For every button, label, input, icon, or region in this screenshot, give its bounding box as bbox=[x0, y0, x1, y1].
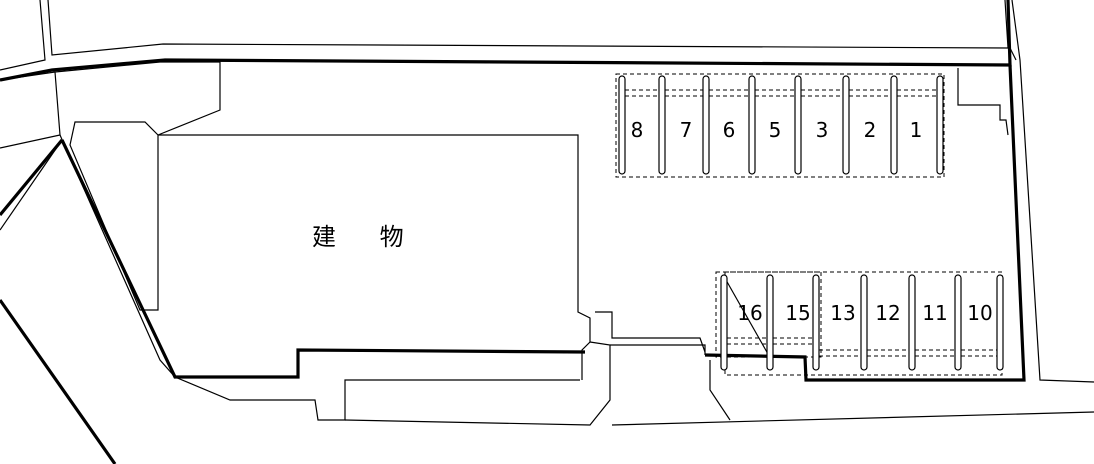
parking-stall-number: 13 bbox=[830, 301, 855, 325]
parking-stall-number: 16 bbox=[737, 301, 762, 325]
stall-divider bbox=[842, 75, 850, 175]
stall-divider bbox=[908, 274, 916, 371]
stall-divider bbox=[766, 274, 774, 371]
stall-divider bbox=[658, 75, 666, 175]
parking-stall-number: 10 bbox=[967, 301, 992, 325]
stall-divider bbox=[860, 274, 868, 371]
parking-stall-number: 11 bbox=[922, 301, 947, 325]
stall-divider bbox=[890, 75, 898, 175]
property-boundary bbox=[0, 0, 1026, 464]
stall-divider bbox=[996, 274, 1004, 371]
parking-stall-number: 2 bbox=[864, 118, 877, 142]
stall-divider bbox=[936, 75, 944, 175]
stall-divider bbox=[812, 274, 820, 371]
stall-divider bbox=[794, 75, 802, 175]
building-label: 建 物 bbox=[312, 223, 422, 251]
parking-top-outline bbox=[615, 73, 945, 178]
parking-stall-number: 12 bbox=[875, 301, 900, 325]
parking-stall-number: 6 bbox=[723, 118, 736, 142]
parking-top-row: 8 7 6 5 3 2 1 bbox=[615, 73, 945, 178]
parking-stall-number: 1 bbox=[910, 118, 923, 142]
stall-divider bbox=[748, 75, 756, 175]
parking-stall-number: 5 bbox=[769, 118, 782, 142]
parking-bottom-row: 16 15 13 12 11 10 bbox=[715, 271, 1004, 376]
stall-divider bbox=[702, 75, 710, 175]
stall-divider bbox=[618, 75, 626, 175]
parking-stall-number: 8 bbox=[631, 118, 644, 142]
parking-stall-number: 7 bbox=[680, 118, 693, 142]
parking-stall-number: 15 bbox=[785, 301, 810, 325]
building: 建 物 bbox=[59, 61, 1094, 426]
parking-stall-number: 3 bbox=[816, 118, 829, 142]
stall-divider bbox=[720, 274, 728, 371]
stall-divider bbox=[954, 274, 962, 371]
parking-slash-mark bbox=[725, 279, 769, 355]
